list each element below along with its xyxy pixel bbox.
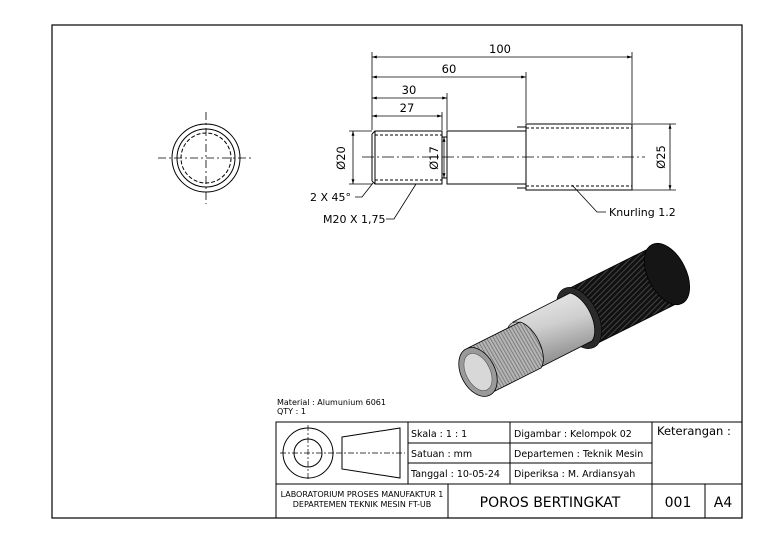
thread-note: M20 X 1,75: [323, 213, 386, 226]
tb-keterangan: Keterangan :: [657, 424, 731, 438]
isometric-view: [458, 242, 691, 397]
tb-diperiksa: Diperiksa : M. Ardiansyah: [514, 469, 635, 480]
tb-number: 001: [665, 495, 692, 511]
dim-dia25: Ø25: [654, 145, 668, 169]
material-text: Material : Alumunium 6061: [277, 398, 386, 407]
tb-lab-line2: DEPARTEMEN TEKNIK MESIN FT-UB: [293, 500, 432, 509]
tb-tanggal: Tanggal : 10-05-24: [410, 469, 500, 480]
front-view: [362, 123, 645, 191]
tb-satuan: Satuan : mm: [411, 449, 472, 460]
tb-departemen: Departemen : Teknik Mesin: [514, 449, 643, 460]
dim-100: 100: [489, 42, 511, 56]
dim-dia20: Ø20: [334, 146, 348, 170]
knurling-note: Knurling 1.2: [609, 206, 676, 219]
dim-30: 30: [402, 83, 417, 97]
projection-symbol: [280, 425, 405, 481]
qty-text: QTY : 1: [277, 407, 306, 416]
tb-size: A4: [714, 495, 733, 511]
dim-dia17: Ø17: [427, 146, 441, 170]
tb-title: POROS BERTINGKAT: [480, 495, 621, 511]
tb-skala: Skala : 1 : 1: [411, 429, 467, 440]
end-view: [158, 112, 254, 204]
dim-27: 27: [400, 101, 415, 115]
chamfer-note: 2 X 45°: [310, 191, 351, 204]
dim-60: 60: [442, 62, 457, 76]
tb-lab-line1: LABORATORIUM PROSES MANUFAKTUR 1: [281, 490, 444, 499]
title-block: [275, 421, 743, 519]
dimension-lines: [349, 52, 676, 220]
tb-digambar: Digambar : Kelompok 02: [514, 429, 632, 440]
